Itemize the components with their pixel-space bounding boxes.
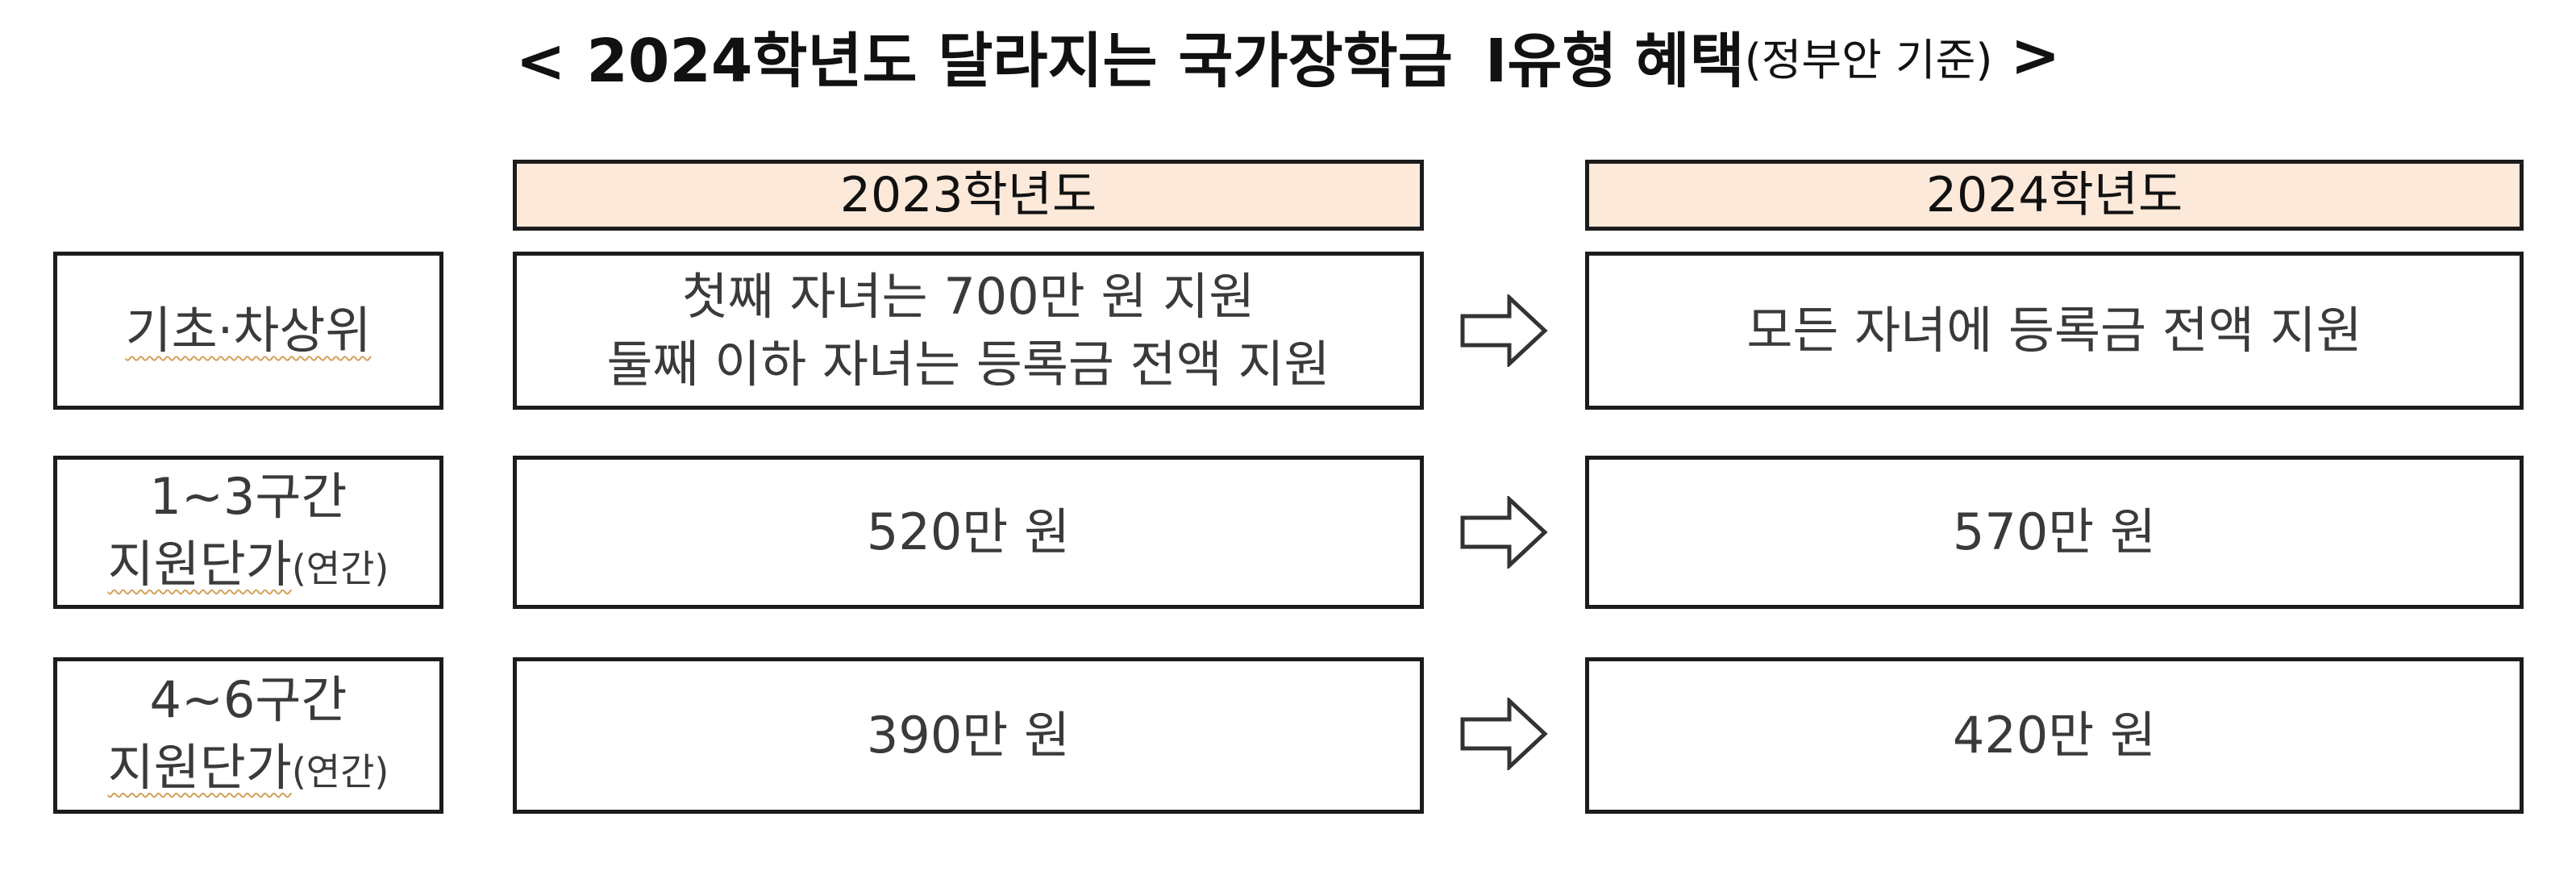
cell-2024-tier-4-6: 420만 원 bbox=[1585, 657, 2524, 814]
title-end: > bbox=[2010, 21, 2061, 90]
column-header-2024-label: 2024학년도 bbox=[1925, 167, 2183, 223]
right-arrow-icon bbox=[1460, 698, 1548, 770]
row-label-tier-1-3-line1: 1~3구간 bbox=[149, 466, 347, 526]
row-label-basic: 기초·차상위 bbox=[53, 252, 443, 410]
row-label-tier-1-3-unit: 지원단가 bbox=[107, 534, 292, 594]
row-label-tier-1-3: 1~3구간 지원단가(연간) bbox=[53, 456, 443, 609]
column-header-2023: 2023학년도 bbox=[513, 160, 1424, 231]
cell-2023-tier-4-6: 390만 원 bbox=[513, 657, 1424, 814]
column-header-2024: 2024학년도 bbox=[1585, 160, 2524, 231]
cell-2023-tier-4-6-text: 390만 원 bbox=[866, 706, 1071, 765]
cell-2023-basic-line2: 둘째 이하 자녀는 등록금 전액 지원 bbox=[606, 335, 1330, 394]
right-arrow-icon bbox=[1460, 294, 1548, 367]
row-label-basic-text: 기초·차상위 bbox=[125, 301, 372, 360]
cell-2024-tier-4-6-text: 420만 원 bbox=[1952, 706, 2157, 765]
row-label-tier-4-6-line1: 4~6구간 bbox=[149, 669, 347, 729]
cell-2024-basic: 모든 자녀에 등록금 전액 지원 bbox=[1585, 252, 2524, 410]
cell-2024-tier-1-3: 570만 원 bbox=[1585, 456, 2524, 609]
cell-2023-tier-1-3-text: 520만 원 bbox=[866, 502, 1071, 561]
title-main: < 2024학년도 달라지는 국가장학금 bbox=[515, 26, 1453, 96]
row-label-tier-4-6: 4~6구간 지원단가(연간) bbox=[53, 657, 443, 814]
row-label-tier-4-6-line2: 지원단가(연간) bbox=[108, 734, 389, 806]
cell-2024-basic-text: 모든 자녀에 등록금 전액 지원 bbox=[1746, 301, 2362, 360]
cell-2023-tier-1-3: 520만 원 bbox=[513, 456, 1424, 609]
cell-2023-basic-line1: 첫째 자녀는 700만 원 지원 bbox=[681, 267, 1255, 326]
row-label-tier-4-6-unit: 지원단가 bbox=[107, 737, 292, 797]
cell-2024-tier-1-3-text: 570만 원 bbox=[1952, 502, 2157, 561]
title-benefit: 혜택 bbox=[1634, 26, 1745, 96]
right-arrow-icon bbox=[1460, 496, 1548, 569]
page-title: < 2024학년도 달라지는 국가장학금 Ⅰ유형 혜택 (정부안 기준) > bbox=[0, 11, 2576, 100]
row-label-tier-1-3-line2: 지원단가(연간) bbox=[108, 531, 389, 602]
cell-2023-basic: 첫째 자녀는 700만 원 지원 둘째 이하 자녀는 등록금 전액 지원 bbox=[513, 252, 1424, 410]
column-header-2023-label: 2023학년도 bbox=[839, 167, 1097, 223]
title-sub: (정부안 기준) bbox=[1744, 34, 1993, 85]
row-label-tier-4-6-annual: (연간) bbox=[291, 749, 389, 794]
row-label-tier-1-3-annual: (연간) bbox=[291, 546, 389, 590]
title-type: Ⅰ유형 bbox=[1484, 26, 1617, 96]
